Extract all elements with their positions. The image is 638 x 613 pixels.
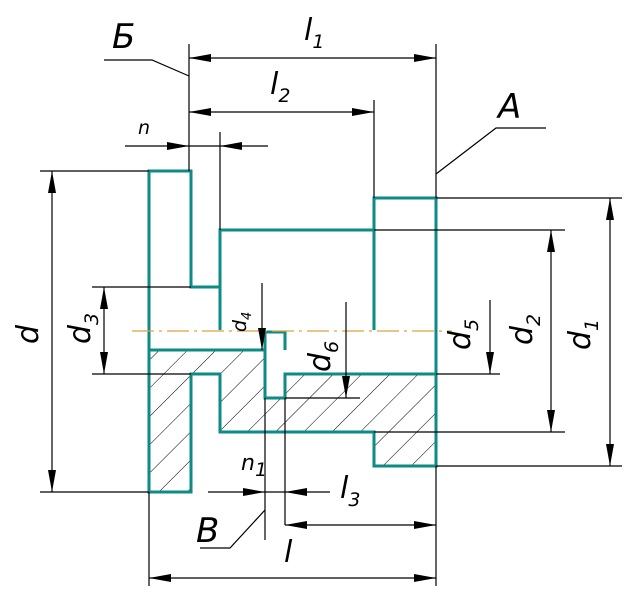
label-l1: l1 xyxy=(304,13,324,53)
label-n: n xyxy=(138,117,150,139)
label-d4: d4 xyxy=(229,312,255,332)
label-d2: d2 xyxy=(505,314,545,345)
dimension-lines xyxy=(48,54,614,582)
extension-lines xyxy=(40,44,622,586)
label-d: d xyxy=(11,324,46,344)
label-d3: d3 xyxy=(63,313,103,344)
label-l3: l3 xyxy=(340,471,360,511)
surface-label-v: В xyxy=(196,511,219,551)
surface-label-a: A xyxy=(496,87,521,127)
surface-label-b: Б xyxy=(112,17,135,57)
label-d1: d1 xyxy=(563,319,603,350)
label-d6: d6 xyxy=(303,341,343,372)
dimension-labels: l1 l2 n n1 l3 l d d3 d1 d2 d5 d4 d6 Б A … xyxy=(11,13,603,570)
surface-leaders xyxy=(104,59,546,549)
label-l: l xyxy=(284,535,293,570)
label-l2: l2 xyxy=(270,67,290,107)
label-n1: n1 xyxy=(241,451,267,481)
label-d5: d5 xyxy=(443,319,483,350)
